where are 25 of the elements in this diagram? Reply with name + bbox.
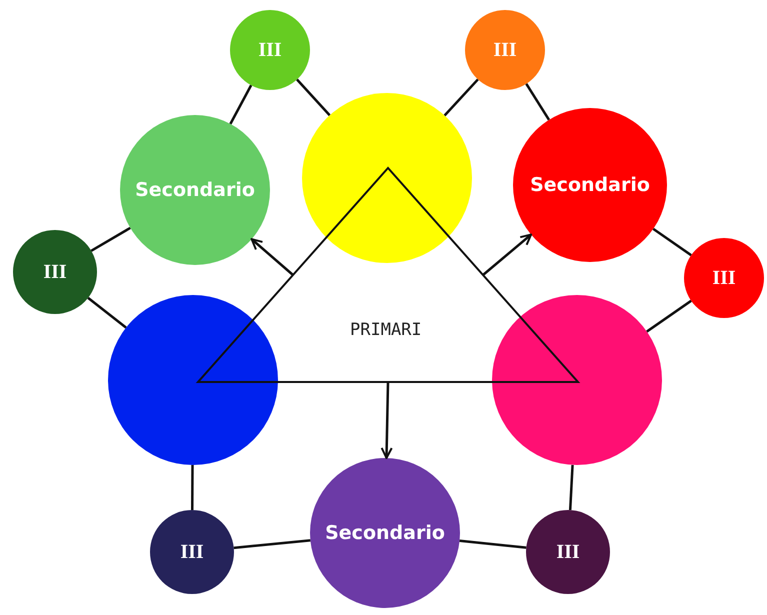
connector-line bbox=[525, 83, 550, 120]
connector-line bbox=[229, 84, 252, 124]
arrow bbox=[380, 382, 393, 460]
circle-label: III bbox=[43, 260, 67, 284]
connector-line bbox=[652, 228, 692, 256]
connector-line bbox=[87, 296, 127, 329]
circle-label: III bbox=[493, 38, 517, 62]
connector-line bbox=[444, 78, 479, 116]
circle-label: Secondario bbox=[135, 179, 255, 201]
connector-line bbox=[459, 540, 526, 549]
connector-line bbox=[234, 539, 310, 550]
circle-label: III bbox=[712, 266, 736, 290]
circle-label: III bbox=[180, 540, 204, 564]
circle-label: Secondario bbox=[530, 174, 650, 196]
arrow bbox=[482, 234, 532, 276]
connector-line bbox=[568, 464, 574, 510]
connector-line bbox=[191, 465, 194, 510]
arrow bbox=[250, 238, 294, 276]
circle-label: III bbox=[556, 540, 580, 564]
triangle-label: PRIMARI bbox=[350, 320, 422, 340]
connector-line bbox=[646, 300, 692, 333]
connector-line bbox=[296, 78, 331, 116]
circle-label: Secondario bbox=[325, 522, 445, 544]
connector-line bbox=[90, 226, 131, 252]
circle-label: III bbox=[258, 38, 282, 62]
